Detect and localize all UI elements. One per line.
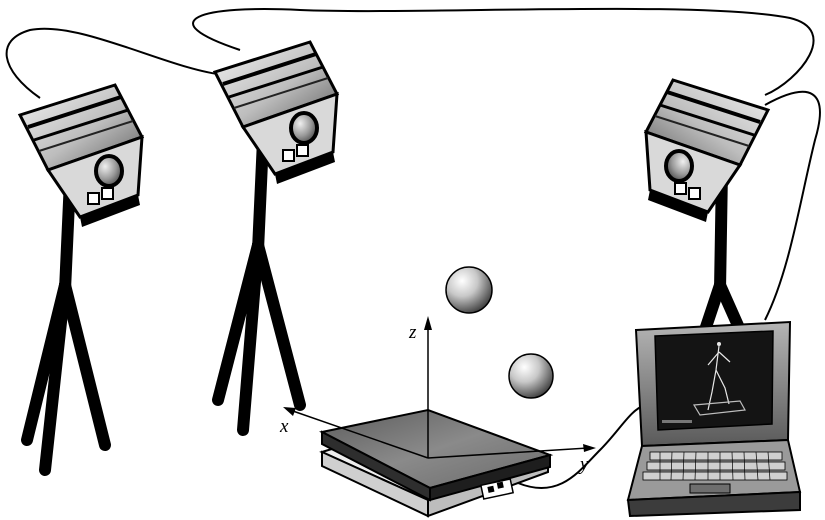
laptop-keyboard <box>643 452 787 480</box>
camera-1 <box>20 85 142 470</box>
camera-2 <box>215 42 337 430</box>
marker-balls <box>446 267 553 398</box>
tripod-icon <box>27 180 105 470</box>
force-plate-icon <box>322 410 550 516</box>
camera-icon <box>215 42 337 184</box>
tripod-icon <box>218 140 300 430</box>
camera-3 <box>646 80 768 330</box>
marker-ball-icon <box>446 267 492 313</box>
laptop-icon <box>628 322 800 516</box>
z-axis-label: z <box>408 322 417 343</box>
cable-icon <box>765 92 820 320</box>
camera-icon <box>20 85 142 227</box>
x-axis-label: x <box>279 416 289 437</box>
laptop-trackpad <box>690 484 730 493</box>
y-axis-label: y <box>578 454 589 475</box>
marker-ball-icon <box>509 354 553 398</box>
camera-icon <box>646 80 768 222</box>
